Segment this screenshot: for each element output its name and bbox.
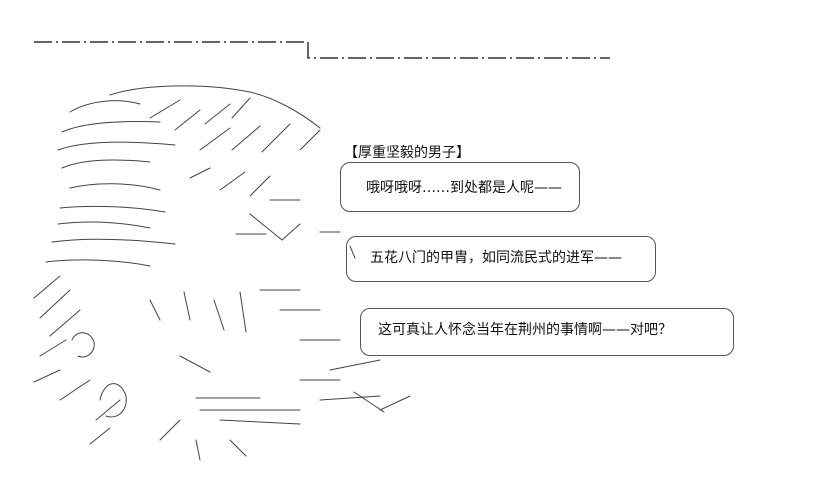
dialogue-line-2: 五花八门的甲胄，如同流民式的进军—— [370,250,622,266]
dialogue-line-3: 这可真让人怀念当年在荆州的事情啊——对吧？ [378,322,672,338]
speech-bubble-2 [346,236,656,282]
dialogue-line-1: 哦呀哦呀……到处都是人呢—— [366,180,562,196]
header-dashed-rule [34,41,610,59]
speech-bubble-1 [340,162,580,212]
speaker-label: 【厚重坚毅的男子】 [344,145,470,161]
speech-bubble-3 [360,308,734,356]
